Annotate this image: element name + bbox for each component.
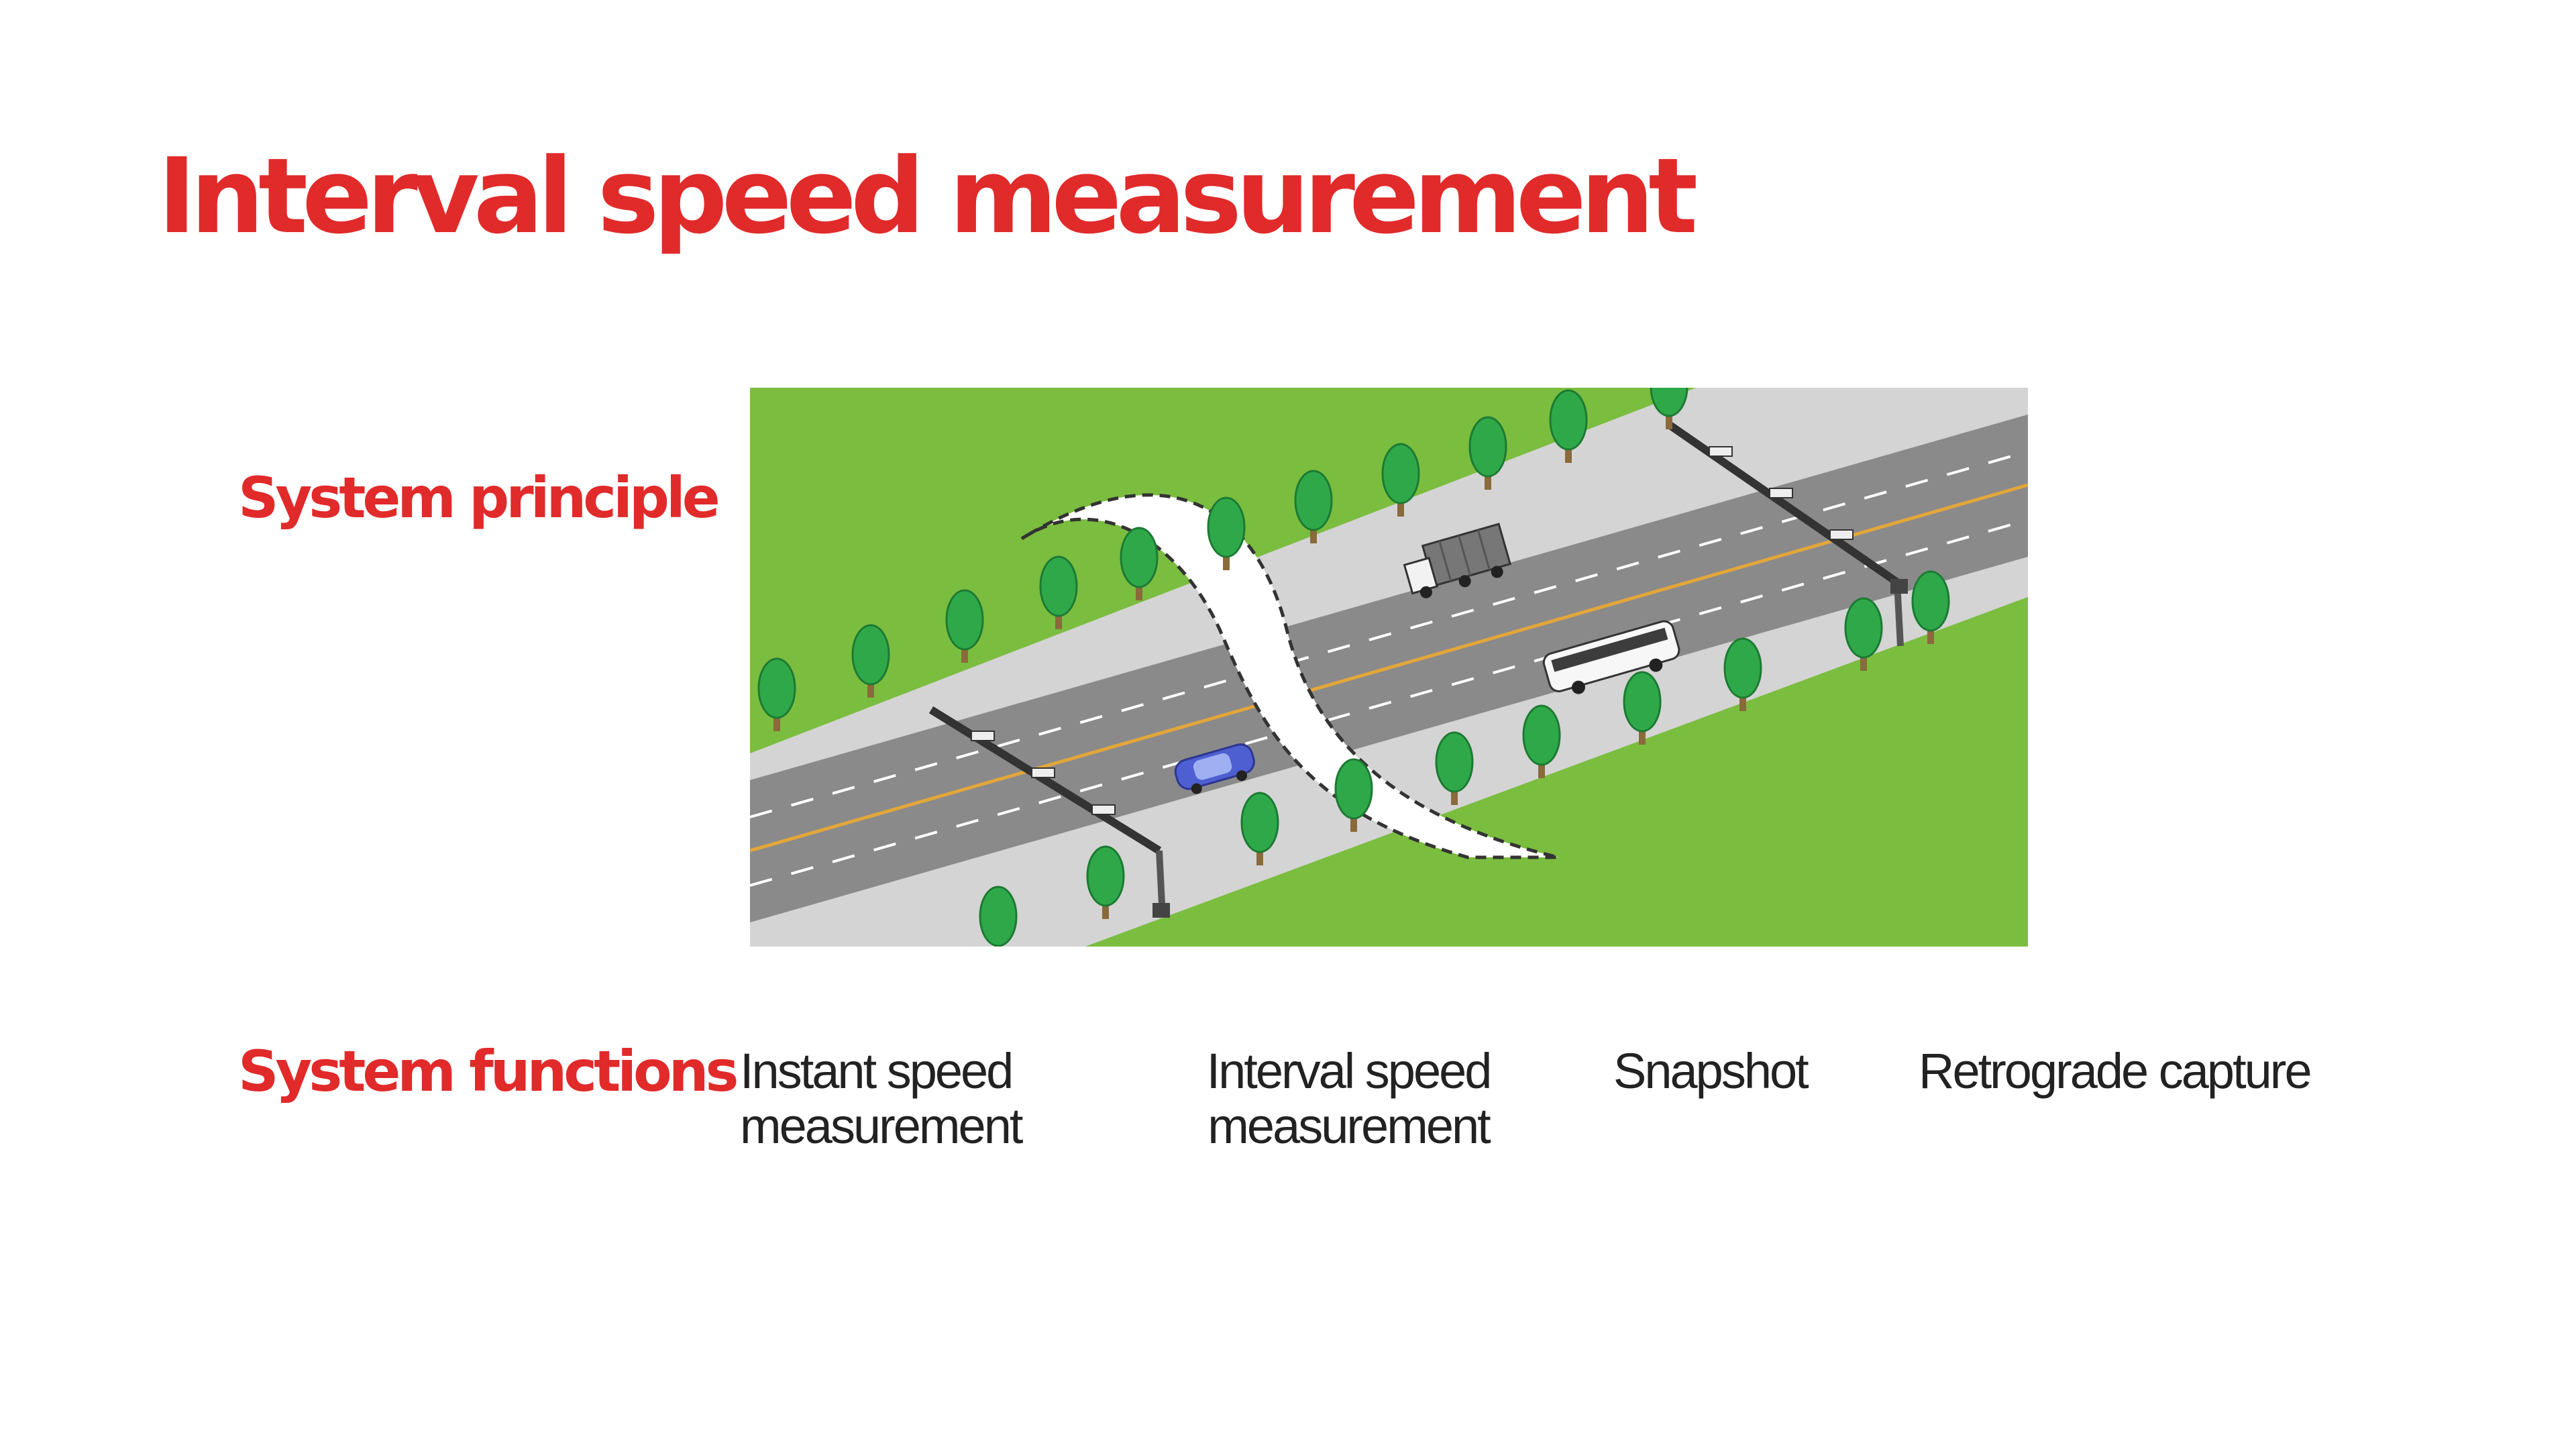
tree-icon	[1549, 389, 1588, 463]
tree-icon	[757, 657, 796, 731]
tree-icon	[1207, 496, 1246, 570]
system-principle-label: System principle	[238, 465, 720, 531]
far-sidewalk	[750, 388, 2028, 780]
exit-gantry-icon	[1666, 421, 1908, 647]
lane-marking	[750, 519, 2028, 887]
tree-icon	[1623, 671, 1662, 745]
center-line	[750, 483, 2028, 853]
function-interval-speed-measurement: Interval speed measurement	[1206, 1043, 1493, 1154]
highway-illustration	[750, 388, 2028, 947]
car-icon	[1174, 743, 1255, 794]
bus-icon	[1542, 620, 1680, 694]
entry-gantry-icon	[928, 706, 1170, 918]
near-grass	[1085, 597, 2028, 947]
tree-icon	[1120, 527, 1159, 600]
page-title: Interval speed measurement	[158, 136, 1698, 257]
tree-icon	[1039, 555, 1078, 629]
tree-icon	[1723, 637, 1762, 711]
function-snapshot: Snapshot	[1613, 1043, 1809, 1099]
tree-icon	[1294, 470, 1333, 543]
tree-icon	[1240, 792, 1279, 865]
tree-icon	[1334, 758, 1373, 832]
tree-icon	[1844, 597, 1883, 671]
tree-icon	[1911, 570, 1950, 644]
function-instant-speed-measurement: Instant speed measurement	[740, 1043, 1023, 1154]
near-sidewalk	[750, 557, 2028, 947]
tree-icon	[1086, 845, 1125, 919]
tree-icon	[945, 589, 984, 663]
truck-icon	[1403, 523, 1512, 598]
lane-marking	[750, 450, 2028, 818]
tree-icon	[979, 885, 1018, 947]
tree-icon	[1468, 416, 1507, 490]
system-principle-diagram	[750, 388, 2028, 947]
tree-icon	[1650, 388, 1688, 429]
tree-icon	[1435, 731, 1474, 805]
tree-icon	[1381, 443, 1420, 517]
function-retrograde-capture: Retrograde capture	[1919, 1043, 2312, 1099]
tree-icon	[851, 624, 890, 698]
tree-icon	[1522, 704, 1561, 778]
system-functions-label: System functions	[238, 1038, 739, 1104]
